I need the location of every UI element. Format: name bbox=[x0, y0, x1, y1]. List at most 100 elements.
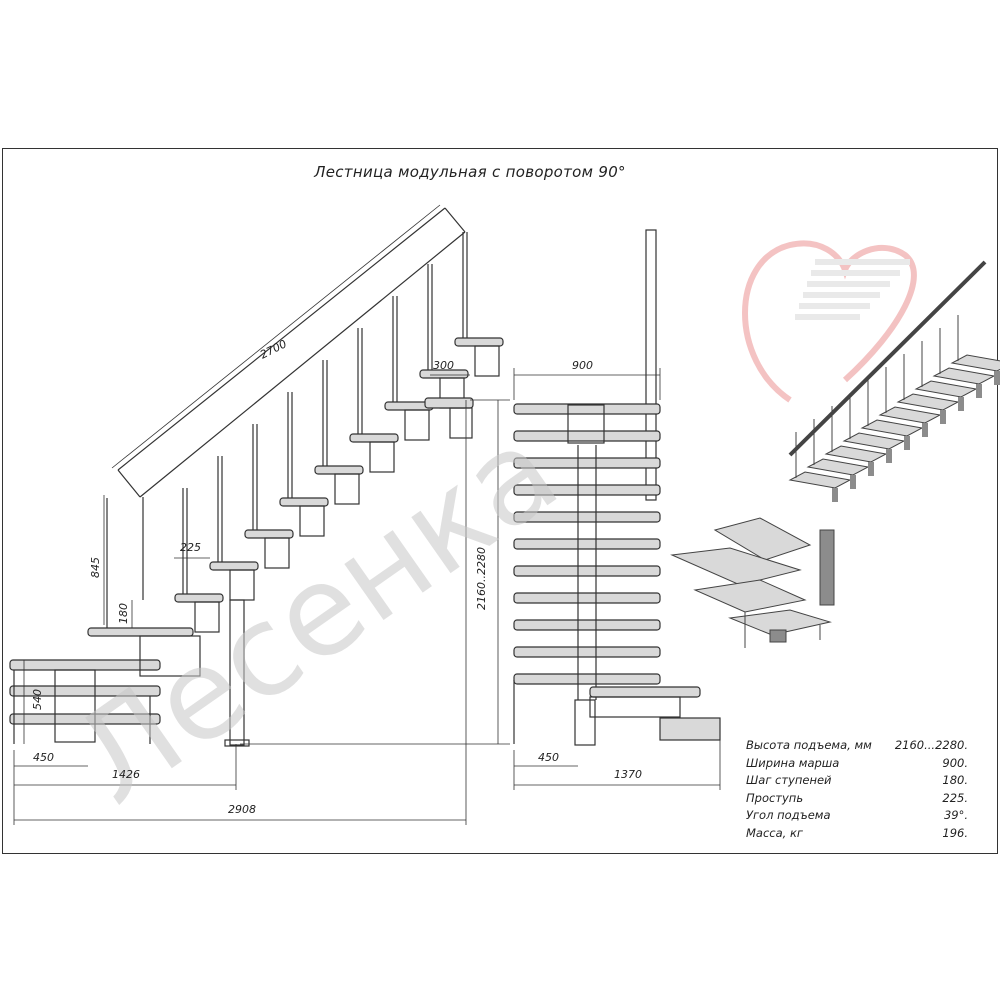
support-post bbox=[819, 529, 835, 606]
tread bbox=[896, 393, 960, 411]
spec-row: Масса, кг 196. bbox=[746, 825, 968, 843]
stringer-module bbox=[404, 409, 430, 441]
stringer-module bbox=[589, 696, 681, 718]
tread bbox=[209, 561, 259, 571]
dim-length-1426: 1426 bbox=[112, 768, 140, 781]
stringer-module bbox=[139, 635, 201, 677]
tread bbox=[513, 403, 661, 415]
dim-tread-step: 225 bbox=[180, 541, 201, 554]
support-post bbox=[229, 599, 245, 746]
tread bbox=[659, 717, 721, 741]
dimension-line bbox=[111, 204, 441, 469]
dim-length-1370: 1370 bbox=[614, 768, 642, 781]
tread bbox=[788, 471, 852, 489]
dim-riser-step: 180 bbox=[117, 603, 130, 624]
stringer-module bbox=[299, 505, 325, 537]
tread bbox=[513, 619, 661, 631]
tread bbox=[314, 465, 364, 475]
drawing-title: Лестница модульная с поворотом 90° bbox=[314, 163, 626, 181]
tread bbox=[860, 419, 924, 437]
spec-row: Угол подъема 39°. bbox=[746, 807, 968, 825]
iso-view bbox=[670, 260, 1000, 648]
spec-row: Высота подъема, мм 2160...2280. bbox=[746, 737, 968, 755]
spec-value: 39°. bbox=[943, 808, 968, 822]
watermark-logo-icon bbox=[742, 240, 917, 403]
tread bbox=[728, 609, 832, 636]
tread bbox=[513, 484, 661, 496]
tread bbox=[424, 397, 474, 409]
tread bbox=[914, 380, 978, 398]
tread bbox=[589, 686, 701, 698]
drawing-frame bbox=[2, 148, 998, 854]
dim-total-height: 2160..2280 bbox=[475, 547, 488, 610]
stringer-module bbox=[334, 473, 360, 505]
spec-row: Ширина марша 900. bbox=[746, 755, 968, 773]
spec-table: Высота подъема, мм 2160...2280. Ширина ма… bbox=[746, 737, 968, 842]
tread bbox=[9, 685, 161, 697]
spec-value: 2160...2280. bbox=[894, 738, 968, 752]
post-base bbox=[224, 739, 250, 747]
tread bbox=[513, 538, 661, 550]
spec-value: 225. bbox=[942, 790, 968, 805]
tread bbox=[806, 458, 870, 476]
tread bbox=[513, 457, 661, 469]
top-bracket bbox=[567, 404, 605, 444]
spec-row: Проступь 225. bbox=[746, 790, 968, 808]
dim-rise-height: 845 bbox=[89, 557, 102, 578]
spec-label: Высота подъема, мм bbox=[746, 738, 872, 752]
spec-label: Шаг ступеней bbox=[746, 773, 832, 787]
support-post bbox=[574, 699, 596, 746]
handrail bbox=[117, 207, 446, 471]
tread bbox=[513, 592, 661, 604]
stringer-module bbox=[194, 601, 220, 633]
dim-bottom-offset-side: 450 bbox=[33, 751, 54, 764]
handrail bbox=[444, 207, 466, 233]
spec-row: Шаг ступеней 180. bbox=[746, 772, 968, 790]
tread bbox=[932, 367, 996, 385]
spec-value: 180. bbox=[942, 773, 968, 787]
tread bbox=[513, 646, 661, 658]
spec-label: Масса, кг bbox=[746, 825, 803, 840]
tread bbox=[279, 497, 329, 507]
front-view bbox=[513, 229, 721, 746]
handrail bbox=[788, 260, 987, 457]
spec-value: 196. bbox=[942, 825, 968, 840]
dim-total-length: 2908 bbox=[228, 803, 256, 816]
spec-label: Ширина марша bbox=[746, 755, 840, 770]
dim-bottom-offset-front: 450 bbox=[538, 751, 559, 764]
tread bbox=[713, 517, 812, 561]
post-base bbox=[769, 629, 787, 643]
dimension-lines bbox=[13, 204, 721, 825]
spec-label: Проступь bbox=[746, 790, 804, 805]
handrail bbox=[139, 231, 466, 498]
stringer-module bbox=[264, 537, 290, 569]
tread bbox=[454, 337, 504, 347]
stringer-module bbox=[369, 441, 395, 473]
tread bbox=[842, 432, 906, 450]
tread bbox=[824, 445, 888, 463]
stringer-module bbox=[449, 407, 473, 439]
tread bbox=[9, 713, 161, 725]
tread bbox=[349, 433, 399, 443]
spec-value: 900. bbox=[942, 755, 968, 770]
tread bbox=[693, 579, 807, 613]
tread bbox=[513, 430, 661, 442]
spec-label: Угол подъема bbox=[746, 808, 831, 822]
tread bbox=[670, 547, 802, 586]
stringer-module bbox=[474, 345, 500, 377]
handrail bbox=[117, 469, 141, 498]
tread bbox=[950, 354, 1000, 372]
dim-top-tread-depth: 300 bbox=[433, 359, 454, 372]
side-view bbox=[9, 207, 504, 747]
tread bbox=[244, 529, 294, 539]
stringer-module bbox=[54, 669, 96, 743]
tread bbox=[878, 406, 942, 424]
dim-landing-height: 540 bbox=[31, 689, 44, 710]
tread bbox=[513, 511, 661, 523]
dim-width: 900 bbox=[572, 359, 593, 372]
tread bbox=[513, 673, 661, 685]
tread bbox=[513, 565, 661, 577]
newel-post bbox=[645, 229, 657, 501]
